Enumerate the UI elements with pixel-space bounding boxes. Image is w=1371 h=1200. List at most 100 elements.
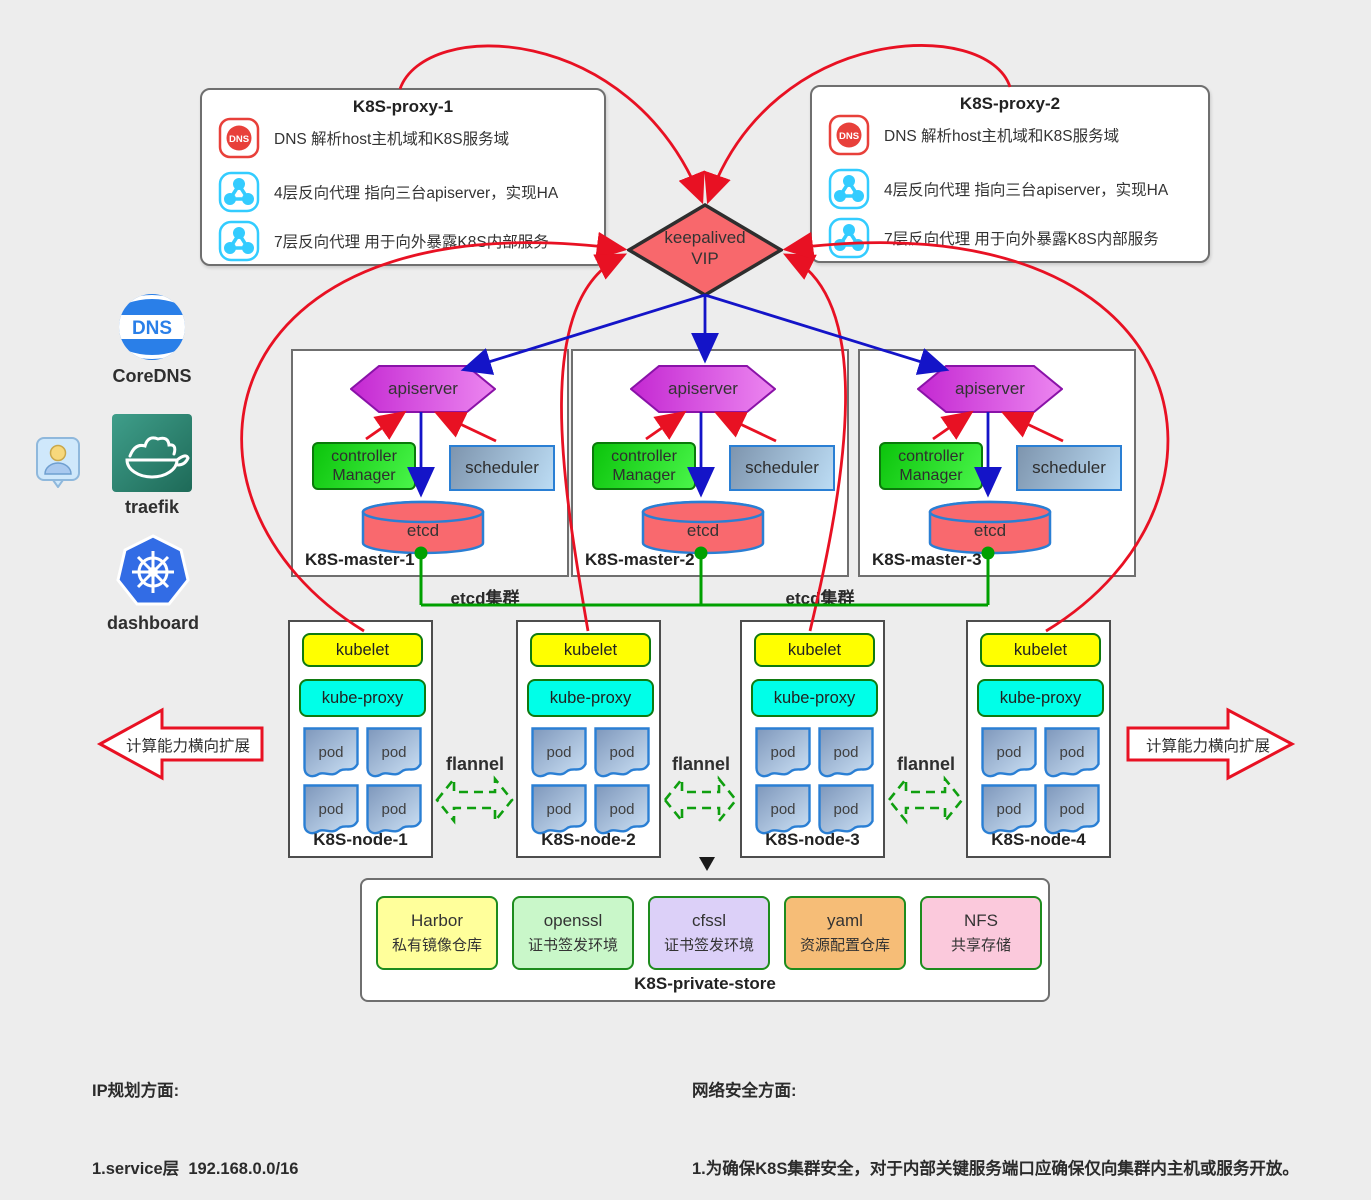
store-item-harbor: Harbor 私有镜像仓库 — [376, 896, 498, 970]
svg-text:pod: pod — [833, 744, 858, 761]
private-store-title: K8S-private-store — [634, 974, 776, 993]
kubelet-box: kubelet — [530, 633, 651, 667]
user-avatar-icon — [36, 437, 80, 488]
svg-text:pod: pod — [833, 801, 858, 818]
keepalived-vip-label: keepalived VIP — [664, 228, 746, 268]
proxy-row-text: 7层反向代理 用于向外暴露K8S内部服务 — [274, 234, 549, 251]
proxy-1-row-l7: 7层反向代理 用于向外暴露K8S内部服务 — [218, 218, 590, 264]
pod-shape: pod — [818, 784, 874, 835]
scheduler-label: scheduler — [465, 458, 539, 477]
proxy-row-text: DNS 解析host主机域和K8S服务域 — [884, 128, 1120, 145]
etcd-label: etcd — [686, 521, 720, 540]
controller-manager-box: controller Manager — [879, 442, 983, 490]
notes-network-security: 网络安全方面: 1.为确保K8S集群安全，对于内部关键服务端口应确保仅向集群内主… — [692, 1026, 1332, 1200]
etcd-label: etcd — [406, 521, 440, 540]
scheduler-box: scheduler — [449, 445, 555, 491]
kubelet-label: kubelet — [335, 640, 390, 659]
store-item-desc: 证书签发环境 — [663, 937, 754, 954]
svg-text:DNS: DNS — [132, 318, 172, 339]
etcd-label: etcd — [973, 521, 1007, 540]
notes-ip-planning: IP规划方面: 1.service层 192.168.0.0/16 此ip段为K… — [92, 1026, 664, 1200]
proxy-box-2: K8S-proxy-2 DNS DNS 解析host主机域和K8S服务域 4层反… — [810, 85, 1210, 263]
pod-shape: pod — [755, 784, 811, 835]
svg-text:pod: pod — [381, 801, 406, 818]
master-title: K8S-master-3 — [872, 550, 982, 569]
etcd-cluster-label: etcd集群 — [450, 589, 520, 608]
svg-text:pod: pod — [546, 744, 571, 761]
store-item-name: yaml — [827, 911, 863, 930]
svg-text:pod: pod — [609, 744, 634, 761]
svg-text:pod: pod — [770, 801, 795, 818]
kubelet-box: kubelet — [980, 633, 1101, 667]
etcd-cylinder — [641, 500, 765, 555]
pod-shape: pod — [303, 784, 359, 835]
apiserver-label: apiserver — [388, 379, 458, 398]
controller-manager-label: controller Manager — [611, 448, 677, 484]
kube-proxy-box: kube-proxy — [299, 679, 426, 717]
store-item-desc: 私有镜像仓库 — [391, 937, 482, 954]
notes-ip-title: IP规划方面: — [92, 1082, 180, 1100]
svg-text:DNS: DNS — [229, 134, 249, 145]
load-balancer-icon — [828, 217, 870, 259]
dns-icon: DNS — [218, 117, 260, 159]
kube-proxy-box: kube-proxy — [751, 679, 878, 717]
store-item-openssl: openssl 证书签发环境 — [512, 896, 634, 970]
controller-manager-box: controller Manager — [312, 442, 416, 490]
proxy-2-title: K8S-proxy-2 — [959, 94, 1061, 113]
proxy-2-row-l7: 7层反向代理 用于向外暴露K8S内部服务 — [828, 215, 1200, 261]
scheduler-box: scheduler — [1016, 445, 1122, 491]
pod-shape: pod — [755, 727, 811, 778]
proxy-row-text: 4层反向代理 指向三台apiserver，实现HA — [274, 185, 559, 202]
dashboard-icon — [116, 534, 190, 606]
pod-shape: pod — [531, 784, 587, 835]
proxy-row-text: 4层反向代理 指向三台apiserver，实现HA — [884, 182, 1169, 199]
pod-shape: pod — [531, 727, 587, 778]
svg-text:pod: pod — [318, 744, 343, 761]
svg-text:pod: pod — [1059, 744, 1084, 761]
scheduler-box: scheduler — [729, 445, 835, 491]
pod-shape: pod — [594, 727, 650, 778]
coredns-label: CoreDNS — [112, 366, 192, 386]
pod-shape: pod — [366, 784, 422, 835]
pod-shape: pod — [818, 727, 874, 778]
apiserver-label: apiserver — [668, 379, 738, 398]
node-box-2: kubelet kube-proxy pod pod pod pod K8S-n… — [516, 620, 661, 858]
dns-icon: DNS — [828, 114, 870, 156]
pod-shape: pod — [981, 784, 1037, 835]
proxy-box-1: K8S-proxy-1 DNS DNS 解析host主机域和K8S服务域 4层反… — [200, 88, 606, 266]
apiserver-label: apiserver — [955, 379, 1025, 398]
node-title: K8S-node-4 — [991, 830, 1086, 849]
pod-shape: pod — [1044, 784, 1100, 835]
pod-shape: pod — [594, 784, 650, 835]
kube-proxy-label: kube-proxy — [549, 688, 632, 707]
svg-text:pod: pod — [609, 801, 634, 818]
svg-text:pod: pod — [1059, 801, 1084, 818]
store-item-name: cfssl — [692, 911, 726, 930]
coredns-icon: DNS — [119, 294, 185, 360]
kube-proxy-box: kube-proxy — [527, 679, 654, 717]
private-store-box: Harbor 私有镜像仓库 openssl 证书签发环境 cfssl 证书签发环… — [360, 878, 1050, 1002]
kube-proxy-box: kube-proxy — [977, 679, 1104, 717]
proxy-2-row-l4: 4层反向代理 指向三台apiserver，实现HA — [828, 166, 1200, 212]
traefik-icon — [112, 414, 192, 492]
node-title: K8S-node-2 — [541, 830, 636, 849]
master-title: K8S-master-1 — [305, 550, 415, 569]
proxy-1-row-l4: 4层反向代理 指向三台apiserver，实现HA — [218, 169, 590, 215]
kubelet-label: kubelet — [563, 640, 618, 659]
store-item-name: openssl — [543, 911, 603, 930]
load-balancer-icon — [218, 171, 260, 213]
store-item-desc: 证书签发环境 — [527, 937, 618, 954]
node-box-3: kubelet kube-proxy pod pod pod pod K8S-n… — [740, 620, 885, 858]
kubelet-box: kubelet — [754, 633, 875, 667]
node-box-4: kubelet kube-proxy pod pod pod pod K8S-n… — [966, 620, 1111, 858]
svg-text:pod: pod — [996, 801, 1021, 818]
kube-proxy-label: kube-proxy — [773, 688, 856, 707]
etcd-cluster-label: etcd集群 — [785, 589, 855, 608]
controller-manager-label: controller Manager — [331, 448, 397, 484]
load-balancer-icon — [218, 220, 260, 262]
kubelet-label: kubelet — [1013, 640, 1068, 659]
notes-security-title: 网络安全方面: — [692, 1082, 797, 1100]
node-title: K8S-node-1 — [313, 830, 408, 849]
pod-shape: pod — [366, 727, 422, 778]
